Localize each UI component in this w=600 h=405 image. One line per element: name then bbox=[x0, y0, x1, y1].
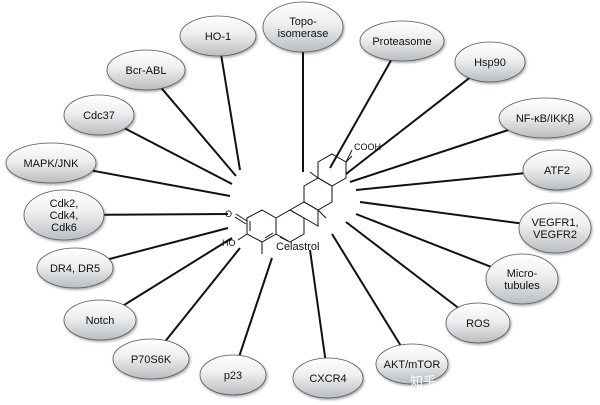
target-bubble-ros: ROS bbox=[445, 302, 511, 344]
target-bubble-shape bbox=[359, 20, 445, 62]
target-bubble-shape bbox=[112, 338, 190, 380]
connector-line-notch bbox=[123, 237, 233, 306]
target-label-atf2: ATF2 bbox=[544, 165, 570, 177]
target-bubble-p70s6k: P70S6K bbox=[112, 338, 190, 380]
target-bubble-shape bbox=[522, 149, 592, 191]
compound-name: Celastrol bbox=[276, 241, 319, 253]
connector-line-ho-1 bbox=[220, 55, 241, 171]
connector-lines bbox=[92, 52, 524, 359]
target-bubble-shape bbox=[63, 299, 137, 341]
target-bubble-shape bbox=[292, 357, 364, 399]
target-bubble-mapk-jnk: MAPK/JNK bbox=[5, 142, 97, 184]
target-label-topo-isomerase: Topo-isomerase bbox=[278, 16, 329, 40]
target-label-p23: p23 bbox=[224, 370, 242, 382]
target-bubble-p23: p23 bbox=[199, 354, 267, 396]
connector-line-bcr-abl bbox=[160, 87, 237, 177]
target-bubble-bcr-abl: Bcr-ABL bbox=[106, 49, 186, 91]
target-label-micro-tubules: Micro-tubules bbox=[504, 268, 540, 292]
target-label-cdc37: Cdc37 bbox=[83, 110, 115, 122]
target-bubble-shape bbox=[179, 15, 257, 57]
target-bubble-shape bbox=[199, 354, 267, 396]
connector-line-akt-mtor bbox=[331, 233, 402, 346]
target-bubble-shape bbox=[518, 202, 592, 254]
target-label-notch: Notch bbox=[86, 315, 115, 327]
connector-line-cdk2-cdk4-cdk6 bbox=[103, 213, 229, 216]
target-label-akt-mtor: AKT/mTOR bbox=[384, 359, 441, 371]
connector-line-micro-tubules bbox=[355, 213, 491, 268]
target-label-dr4-dr5: DR4, DR5 bbox=[50, 263, 100, 275]
connector-line-hsp90 bbox=[345, 77, 470, 175]
target-label-ros: ROS bbox=[466, 318, 490, 330]
connector-line-nf-b-ikk bbox=[349, 129, 509, 183]
target-bubble-shape bbox=[445, 302, 511, 344]
target-bubble-shape bbox=[375, 343, 449, 385]
connector-line-p23 bbox=[238, 257, 273, 356]
target-label-nf-b-ikk: NF-κB/IKKβ bbox=[516, 113, 574, 125]
target-bubble-shape bbox=[23, 189, 105, 241]
watermark-text: 知乎 @biofount科研试剂 bbox=[410, 374, 559, 390]
target-label-cdk2-cdk4-cdk6: Cdk2,Cdk4,Cdk6 bbox=[50, 198, 79, 234]
target-bubble-shape bbox=[485, 253, 559, 305]
hydroxyl-group-label: HO bbox=[222, 238, 236, 248]
carboxyl-group-label: COOH bbox=[354, 142, 381, 152]
connector-line-dr4-dr5 bbox=[108, 227, 229, 261]
target-bubble-shape bbox=[498, 97, 592, 139]
target-label-hsp90: Hsp90 bbox=[474, 57, 506, 69]
target-bubble-micro-tubules: Micro-tubules bbox=[485, 253, 559, 305]
target-bubble-shape bbox=[106, 49, 186, 91]
target-label-bcr-abl: Bcr-ABL bbox=[126, 65, 167, 77]
target-bubble-dr4-dr5: DR4, DR5 bbox=[36, 247, 114, 289]
target-label-vegfr1-vegfr2: VEGFR1,VEGFR2 bbox=[531, 217, 578, 241]
connector-line-atf2 bbox=[355, 172, 524, 191]
target-bubble-shape bbox=[5, 142, 97, 184]
connector-line-p70s6k bbox=[165, 247, 241, 342]
target-bubble-atf2: ATF2 bbox=[522, 149, 592, 191]
target-bubble-shape bbox=[63, 94, 135, 136]
target-bubble-cxcr4: CXCR4 bbox=[292, 357, 364, 399]
target-bubble-ho-1: HO-1 bbox=[179, 15, 257, 57]
target-bubble-proteasome: Proteasome bbox=[359, 20, 445, 62]
target-bubble-shape bbox=[36, 247, 114, 289]
celastrol-structure bbox=[234, 149, 353, 254]
connector-line-vegfr1-vegfr2 bbox=[359, 201, 520, 225]
target-label-ho-1: HO-1 bbox=[205, 31, 231, 43]
connector-line-cdc37 bbox=[124, 127, 233, 185]
connector-line-cxcr4 bbox=[309, 249, 327, 359]
target-bubbles: HO-1 Topo-isomeraseProteasomeHsp90NF-κB/I… bbox=[5, 1, 592, 399]
ketone-group-label: O bbox=[225, 209, 232, 219]
target-label-proteasome: Proteasome bbox=[372, 36, 431, 48]
target-label-cxcr4: CXCR4 bbox=[309, 373, 346, 385]
target-bubble-shape bbox=[454, 41, 526, 83]
target-label-p70s6k: P70S6K bbox=[131, 354, 172, 366]
target-bubble-vegfr1-vegfr2: VEGFR1,VEGFR2 bbox=[518, 202, 592, 254]
target-bubble-topo-isomerase: Topo-isomerase bbox=[262, 1, 344, 53]
target-bubble-akt-mtor: AKT/mTOR bbox=[375, 343, 449, 385]
target-bubble-notch: Notch bbox=[63, 299, 137, 341]
target-label-mapk-jnk: MAPK/JNK bbox=[23, 158, 79, 170]
connector-line-proteasome bbox=[329, 59, 392, 169]
connector-line-ros bbox=[345, 221, 459, 309]
target-bubble-hsp90: Hsp90 bbox=[454, 41, 526, 83]
target-bubble-cdk2-cdk4-cdk6: Cdk2,Cdk4,Cdk6 bbox=[23, 189, 105, 241]
target-bubble-nf-b-ikk: NF-κB/IKKβ bbox=[498, 97, 592, 139]
target-bubble-cdc37: Cdc37 bbox=[63, 94, 135, 136]
connector-line-mapk-jnk bbox=[92, 169, 231, 197]
target-bubble-shape bbox=[262, 1, 344, 53]
